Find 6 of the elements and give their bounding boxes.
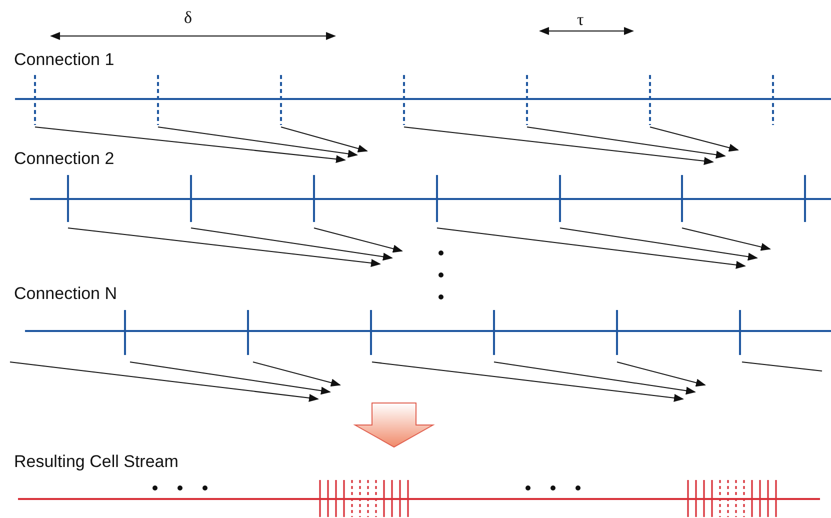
dimension-label: δ (184, 7, 192, 29)
dimension-label: τ (577, 9, 584, 31)
row-label: Connection 1 (14, 49, 114, 71)
row-label: Connection 2 (14, 148, 114, 170)
row-label: Resulting Cell Stream (14, 451, 178, 473)
row-label: Connection N (14, 283, 118, 305)
